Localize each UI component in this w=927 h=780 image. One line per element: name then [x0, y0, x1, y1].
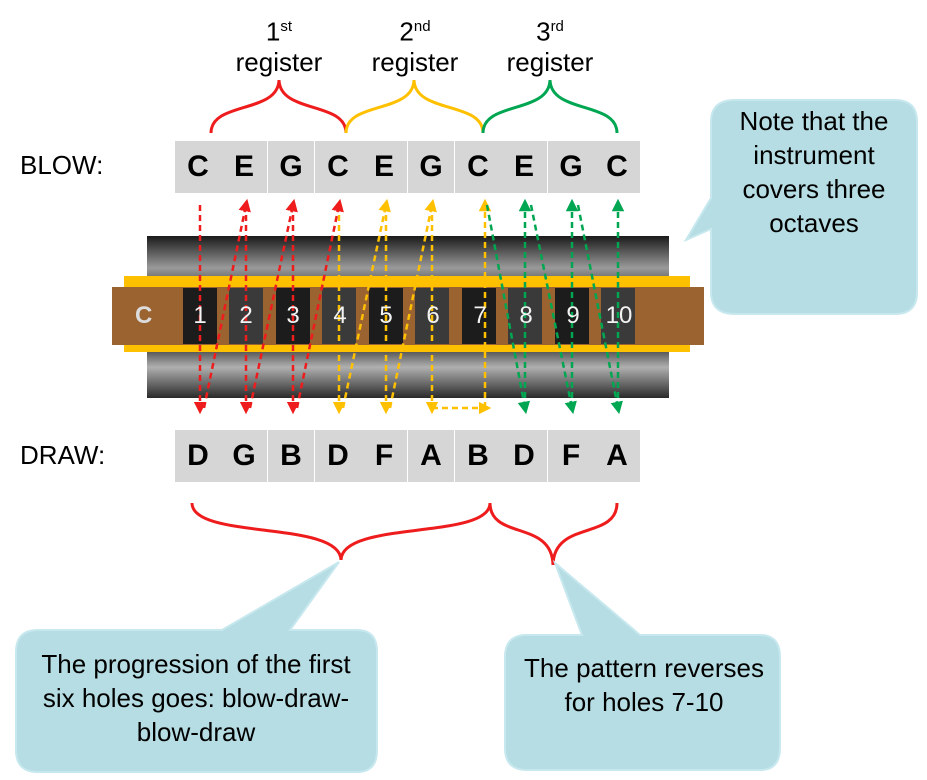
draw-note: D [315, 430, 361, 482]
blow-note: E [361, 141, 407, 193]
airflow-arrow [248, 198, 298, 409]
blow-note: C [175, 141, 221, 193]
blow-note: G [408, 141, 454, 193]
progression-callout-bubble [15, 561, 378, 773]
blow-note: C [594, 141, 640, 193]
hole-number: 2 [239, 302, 253, 329]
register-3-suffix: rd [550, 18, 564, 35]
pattern-callout-text: The pattern reverses for holes 7-10 [524, 653, 764, 717]
register-1-word: register [235, 46, 323, 77]
register-2-label: 2nd register [345, 12, 485, 77]
register-3-label: 3rd register [480, 12, 620, 77]
hole-number: 3 [286, 302, 300, 329]
register-1-label: 1st register [209, 12, 349, 77]
register-2-number: 2 [399, 16, 414, 47]
draw-note: G [221, 430, 267, 482]
airflow-arrows [193, 198, 625, 415]
draw-note: A [594, 430, 640, 482]
blow-note: E [221, 141, 267, 193]
hole-number: 9 [566, 302, 580, 329]
airflow-arrow [576, 204, 623, 415]
register-3-word: register [506, 46, 594, 77]
hole-number: 1 [193, 302, 207, 329]
blow-row-label: BLOW: [20, 150, 104, 180]
draw-note: D [501, 430, 547, 482]
draw-row-label: DRAW: [20, 440, 106, 470]
hole-number: 7 [473, 302, 487, 329]
harmonica-key-label: C [135, 302, 153, 329]
register-1-number: 1 [265, 16, 281, 47]
airflow-arrow [388, 198, 437, 409]
register-2-suffix: nd [413, 18, 431, 35]
airflow-arrow [341, 198, 391, 409]
draw-note: F [548, 430, 594, 482]
first-six-holes-brace [190, 502, 492, 561]
airflow-arrow [485, 204, 530, 415]
pattern-callout-bubble [504, 559, 781, 771]
draw-note: D [175, 430, 221, 482]
hole-number: 8 [519, 302, 533, 329]
register-2-brace [344, 79, 485, 134]
holes-7-10-brace [488, 502, 619, 566]
hole-number: 5 [379, 302, 393, 329]
comb-gold-top [124, 276, 690, 288]
hole-slot [462, 288, 496, 344]
register-1-suffix: st [280, 18, 293, 35]
draw-note: B [268, 430, 314, 482]
octaves-callout-bubble [683, 99, 918, 315]
blow-note: C [455, 141, 501, 193]
register-3-number: 3 [536, 16, 551, 47]
airflow-arrow [202, 198, 251, 409]
hole-number: 10 [605, 302, 633, 329]
hole-number: 6 [426, 302, 440, 329]
airflow-arrow [295, 198, 344, 409]
register-3-brace [481, 79, 619, 134]
register-2-word: register [371, 46, 459, 77]
blow-note: G [268, 141, 314, 193]
progression-callout-text: The progression of the first six holes g… [41, 649, 351, 747]
register-1-brace [209, 79, 348, 134]
hole-number: 4 [333, 302, 347, 329]
blow-note: C [315, 141, 361, 193]
blow-note: G [548, 141, 594, 193]
blow-note: E [501, 141, 547, 193]
octaves-callout-text: Note that the instrument covers three oc… [739, 106, 889, 238]
draw-note: B [455, 430, 501, 482]
draw-note: A [408, 430, 454, 482]
airflow-arrow [529, 204, 577, 415]
draw-note: F [361, 430, 407, 482]
